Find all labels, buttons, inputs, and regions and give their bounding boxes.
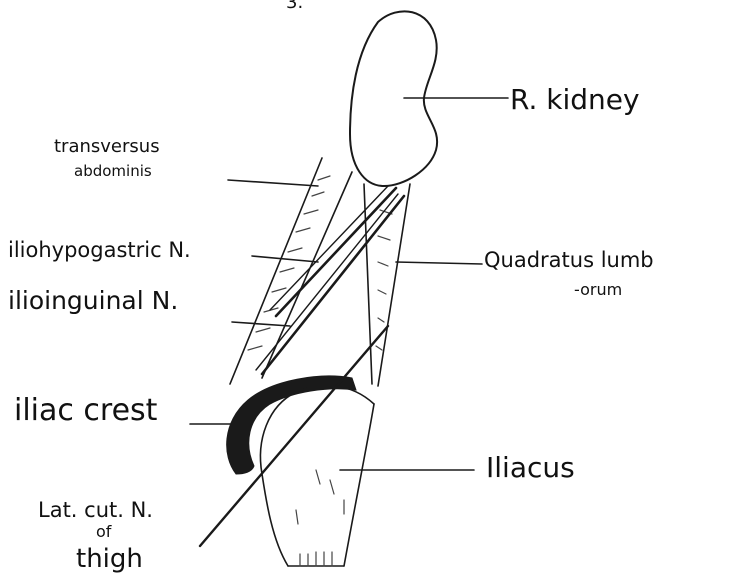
- label-ilioinguinal: ilioinguinal N.: [8, 288, 178, 313]
- label-latcut-3: thigh: [76, 546, 143, 572]
- label-transversus-2: abdominis: [74, 164, 152, 179]
- iliacus-fibers: [296, 470, 344, 566]
- label-iliac-crest: iliac crest: [14, 396, 157, 426]
- leader-iliohypogastric: [252, 256, 318, 262]
- leader-ilioinguinal: [232, 322, 290, 326]
- page-number: 3.: [286, 0, 303, 12]
- ilioinguinal-nerve: [262, 196, 404, 374]
- label-transversus-1: transversus: [54, 138, 160, 156]
- transversus-strip-right-edge: [262, 172, 352, 378]
- label-latcut-1: Lat. cut. N.: [38, 500, 153, 521]
- label-quadratus-1: Quadratus lumb: [484, 250, 654, 271]
- quadratus-right-edge: [378, 184, 410, 386]
- label-latcut-2: of: [96, 524, 111, 540]
- iliacus-outline: [262, 474, 288, 566]
- leader-transversus: [228, 180, 318, 186]
- label-kidney: R. kidney: [510, 86, 640, 114]
- iliac-crest-arc: [227, 376, 356, 474]
- label-iliacus: Iliacus: [486, 454, 575, 482]
- label-quadratus-2: -orum: [574, 282, 622, 298]
- leader-quadratus: [396, 262, 482, 264]
- label-iliohypogastric: iliohypogastric N.: [8, 240, 191, 261]
